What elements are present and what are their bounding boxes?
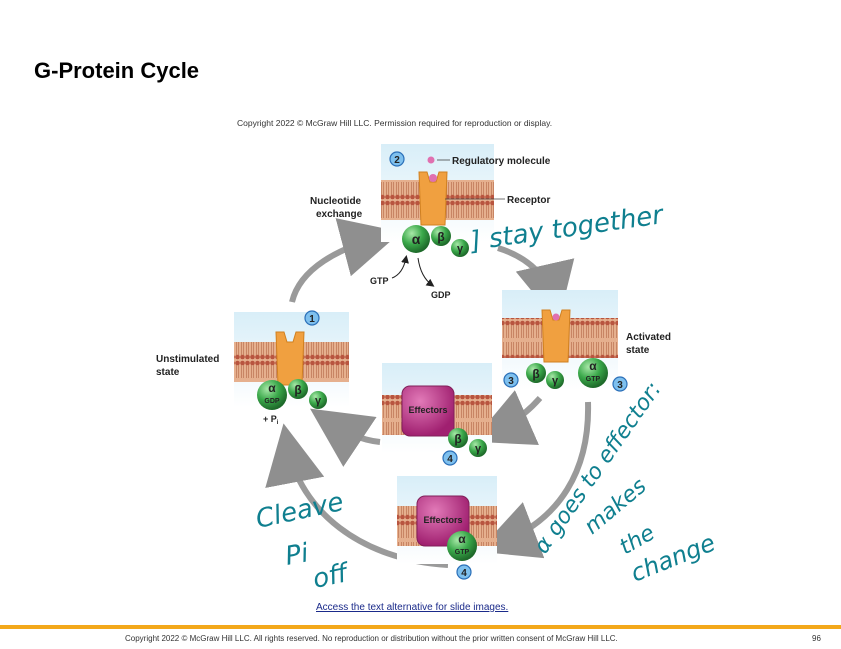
gamma-symbol: γ bbox=[457, 243, 464, 255]
effectors-label-1: Effectors bbox=[408, 405, 447, 415]
step-2-badge bbox=[389, 151, 405, 167]
alpha-symbol-4: α bbox=[458, 532, 466, 546]
panel-activated: β γ α GTP bbox=[502, 290, 618, 390]
gtp-label: GTP bbox=[370, 276, 389, 286]
gamma-symbol-4: γ bbox=[475, 443, 482, 455]
page-title: G-Protein Cycle bbox=[34, 58, 200, 83]
page-number: 96 bbox=[812, 634, 821, 643]
gtp-symbol-4: GTP bbox=[455, 549, 470, 556]
receptor bbox=[418, 171, 448, 226]
alpha-gdp-subunit bbox=[257, 380, 287, 410]
gamma-symbol-3: γ bbox=[552, 375, 559, 387]
annotation-stay-together: ] stay together bbox=[468, 200, 667, 257]
cycle-arrow-3-to-4-bg bbox=[472, 390, 543, 446]
effectors-label-2: Effectors bbox=[423, 515, 462, 525]
regulatory-molecule bbox=[429, 174, 437, 182]
step-4a-badge bbox=[442, 450, 458, 466]
step-4b-badge bbox=[456, 564, 472, 580]
alpha-subunit bbox=[402, 225, 430, 253]
gamma-subunit bbox=[451, 239, 469, 257]
alpha-symbol-1: α bbox=[268, 381, 276, 395]
beta-symbol-1: β bbox=[294, 383, 301, 397]
gdp-label: GDP bbox=[431, 290, 451, 300]
figure-copyright: Copyright 2022 © McGraw Hill LLC. Permis… bbox=[237, 118, 553, 128]
gtp-symbol-3: GTP bbox=[586, 376, 601, 383]
panel-unstimulated: α GDP β γ 1 bbox=[234, 310, 349, 410]
annotation-cleave-1: Cleave bbox=[253, 487, 346, 535]
step-3b-badge bbox=[612, 376, 628, 392]
alpha-symbol-3: α bbox=[589, 359, 597, 373]
footer-copyright: Copyright 2022 © McGraw Hill LLC. All ri… bbox=[125, 634, 618, 643]
annotation-cleave-3: off bbox=[310, 558, 353, 595]
nucleotide-exchange-label-1: Nucleotide bbox=[310, 196, 362, 207]
effector-protein-1 bbox=[401, 385, 455, 437]
regulatory-molecule-label: Regulatory molecule bbox=[452, 156, 551, 167]
gamma-subunit-4 bbox=[469, 439, 487, 457]
gamma-subunit-3 bbox=[546, 371, 564, 389]
annotation-cleave-2: Pi bbox=[283, 538, 312, 572]
gdp-symbol-1: GDP bbox=[264, 398, 280, 405]
step-4a-number: 4 bbox=[447, 454, 453, 465]
unstimulated-label-1: Unstimulated bbox=[156, 354, 219, 365]
nucleotide-exchange-label-2: exchange bbox=[316, 209, 363, 220]
beta-symbol-4: β bbox=[454, 432, 461, 446]
text-alternative-link[interactable]: Access the text alternative for slide im… bbox=[316, 602, 509, 613]
alpha-symbol: α bbox=[412, 231, 421, 247]
alpha-gtp-subunit-4 bbox=[447, 531, 477, 561]
cycle-arrow-3-to-4-alpha bbox=[477, 401, 592, 559]
receptor-activated bbox=[541, 309, 571, 363]
step-2-number: 2 bbox=[394, 155, 400, 166]
beta-subunit-4 bbox=[448, 428, 468, 448]
step-3a-number: 3 bbox=[508, 376, 514, 387]
step-4b-number: 4 bbox=[461, 568, 467, 579]
alpha-gtp-subunit bbox=[578, 358, 608, 388]
beta-subunit-1 bbox=[288, 379, 308, 399]
panel-effector-alpha: Effectors α GTP bbox=[397, 476, 497, 564]
step-3a-badge bbox=[503, 372, 519, 388]
unstimulated-label-2: state bbox=[156, 367, 180, 378]
cycle-arrow-bg-return bbox=[310, 408, 381, 467]
accent-bar bbox=[0, 625, 841, 629]
step-1-number: 1 bbox=[309, 314, 315, 325]
beta-symbol-3: β bbox=[532, 367, 539, 381]
beta-subunit bbox=[431, 226, 451, 246]
step-3b-number: 3 bbox=[617, 380, 623, 391]
panel-effector-beta-gamma: Effectors β γ bbox=[382, 363, 492, 457]
receptor-unstimulated bbox=[275, 331, 305, 386]
activated-label-1: Activated bbox=[626, 332, 671, 343]
receptor-label: Receptor bbox=[507, 195, 550, 206]
plus-pi-label: + Pi bbox=[263, 414, 279, 426]
activated-label-2: state bbox=[626, 345, 650, 356]
panel-nucleotide-exchange: α β γ 2 bbox=[381, 144, 494, 257]
step-1-badge bbox=[304, 310, 320, 326]
beta-subunit-3 bbox=[526, 363, 546, 383]
beta-symbol: β bbox=[437, 230, 444, 244]
gamma-subunit-1 bbox=[309, 391, 327, 409]
cycle-arrow-1-to-2 bbox=[289, 218, 402, 303]
gamma-symbol-1: γ bbox=[315, 395, 322, 407]
